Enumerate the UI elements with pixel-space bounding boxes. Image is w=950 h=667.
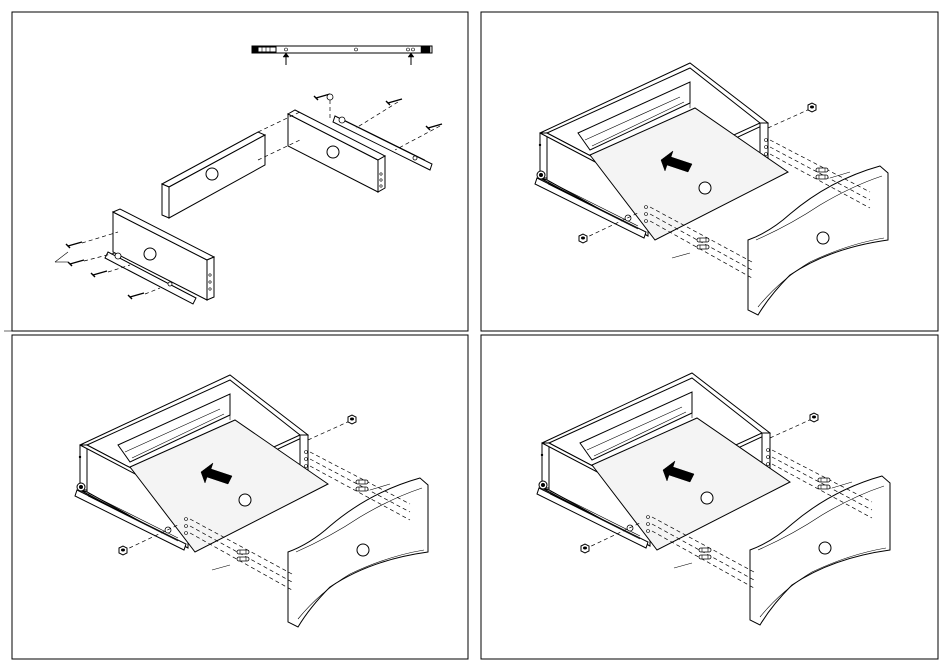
step-4-illustration (537, 373, 890, 625)
step-3-illustration (75, 375, 428, 627)
step-1-illustration (55, 46, 442, 304)
step-2-illustration (535, 63, 888, 315)
